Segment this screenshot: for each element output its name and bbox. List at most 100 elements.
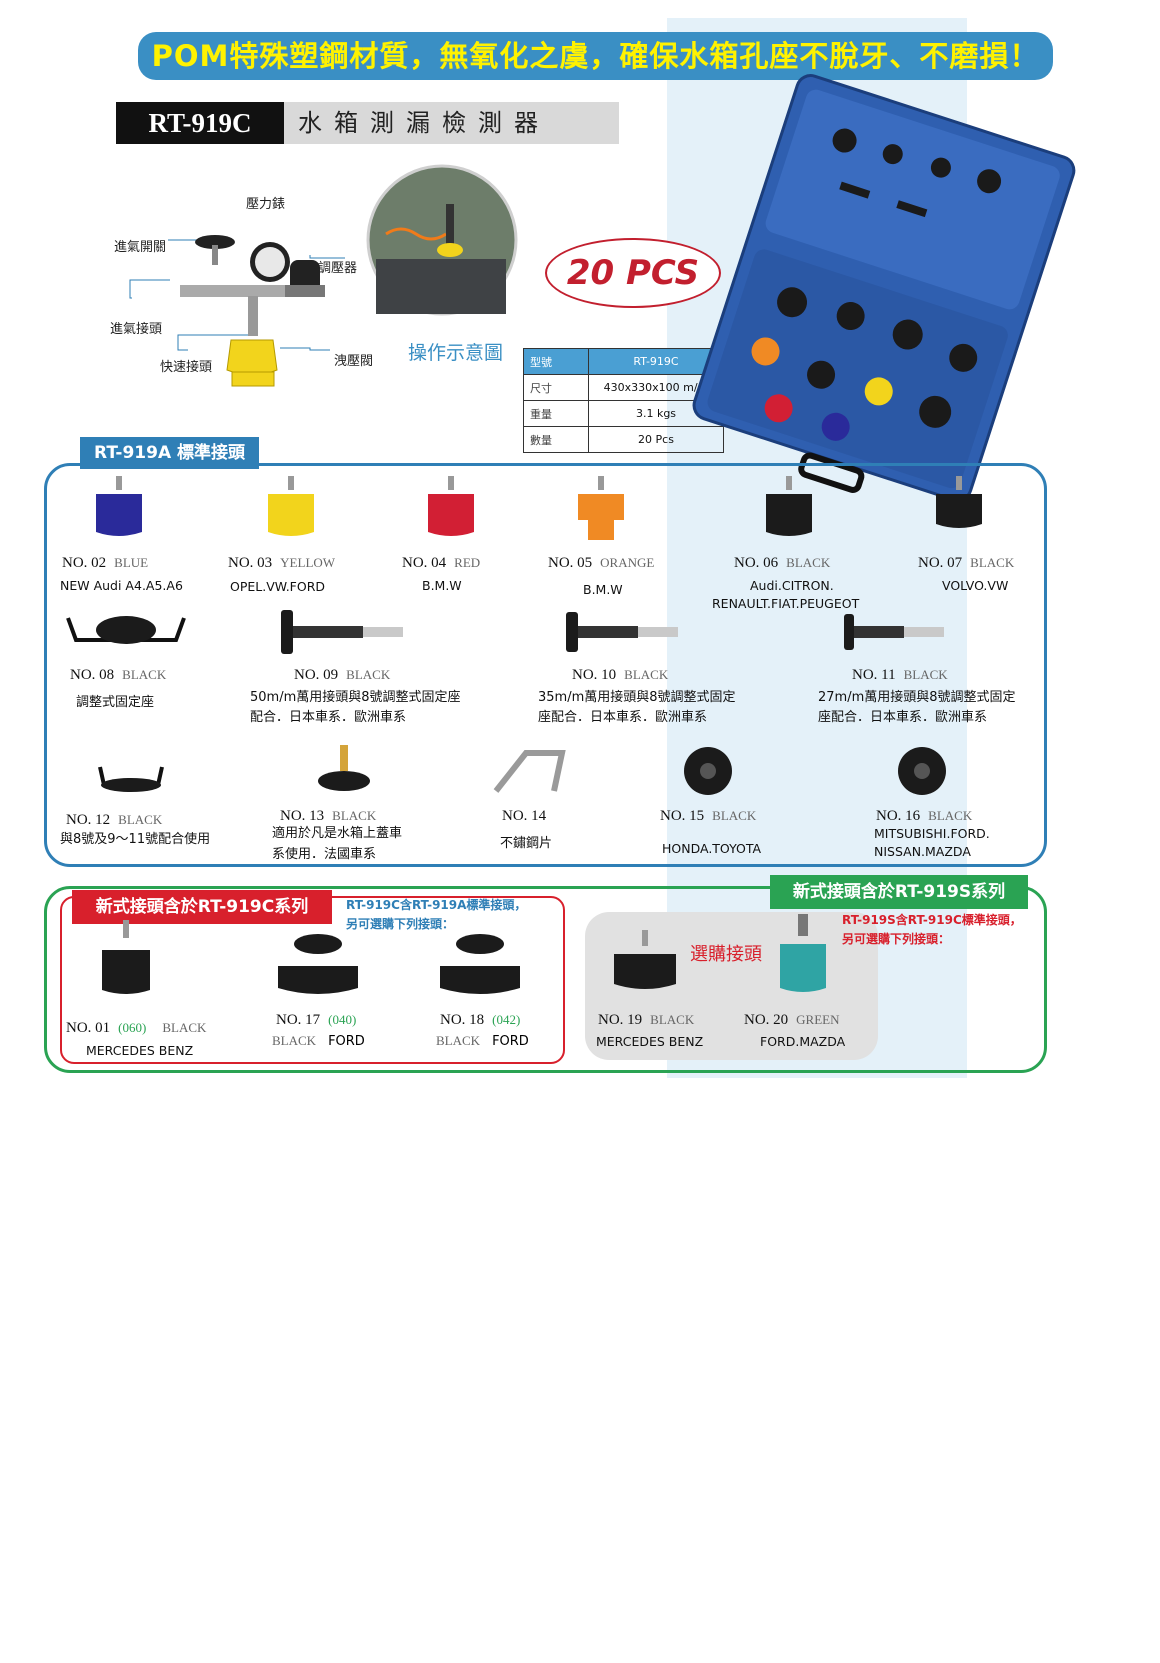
product-name: 水箱測漏檢測器 bbox=[284, 102, 619, 144]
label-relief-valve: 洩壓閥 bbox=[334, 354, 374, 369]
item-desc: 與8號及9～11號配合使用 bbox=[60, 832, 211, 847]
item-number: NO. 11 bbox=[852, 667, 896, 683]
item-no17-detail: BLACK FORD bbox=[272, 1033, 365, 1049]
item-color: BLACK bbox=[272, 1033, 317, 1048]
item-number: NO. 17 bbox=[276, 1012, 321, 1028]
standard-adapters-title: RT-919A 標準接頭 bbox=[80, 437, 260, 469]
item-color: ORANGE bbox=[600, 555, 655, 570]
item-desc: HONDA.TOYOTA bbox=[662, 841, 762, 856]
label-inlet-switch: 進氣開關 bbox=[114, 240, 167, 255]
item-number: NO. 05 bbox=[548, 555, 593, 571]
item-number: NO. 06 bbox=[734, 555, 779, 571]
cap-no19 bbox=[614, 930, 676, 989]
cap-no07 bbox=[936, 476, 982, 528]
cap-no04 bbox=[428, 476, 474, 536]
item-number: NO. 19 bbox=[598, 1012, 643, 1028]
universal-no11 bbox=[844, 614, 944, 650]
spec-value: 20 Pcs bbox=[588, 426, 724, 453]
item-number: NO. 18 bbox=[440, 1012, 485, 1028]
item-desc: MITSUBISHI.FORD. bbox=[874, 826, 990, 841]
item-desc: FORD bbox=[328, 1034, 365, 1049]
note-line: RT-919C含RT-919A標準接頭， bbox=[346, 898, 527, 912]
cap-no20 bbox=[780, 914, 826, 992]
cap-no01 bbox=[102, 920, 150, 994]
row1-caps-illustration bbox=[96, 476, 982, 540]
item-desc: VOLVO.VW bbox=[942, 578, 1009, 593]
item-desc: OPEL.VW.FORD bbox=[230, 579, 326, 594]
item-number: NO. 04 bbox=[402, 555, 447, 571]
item-no11: NO. 11 BLACK bbox=[852, 667, 948, 684]
item-color: BLACK bbox=[712, 808, 757, 823]
item-number: NO. 07 bbox=[918, 555, 963, 571]
spec-row: 尺寸 430x330x100 m/m bbox=[523, 374, 724, 401]
item-desc: NEW Audi A4.A5.A6 bbox=[60, 578, 183, 593]
headline-banner: POM特殊塑鋼材質，無氧化之虞，確保水箱孔座不脫牙、不磨損！ bbox=[138, 32, 1053, 80]
item-code: (040) bbox=[328, 1012, 357, 1027]
item-number: NO. 03 bbox=[228, 555, 273, 571]
standard-adapters-frame bbox=[44, 463, 1047, 867]
item-desc: MERCEDES BENZ bbox=[86, 1043, 194, 1058]
spec-key: 尺寸 bbox=[523, 374, 589, 401]
item-color: BLACK bbox=[786, 555, 831, 570]
spec-value: RT-919C bbox=[588, 348, 724, 375]
item-number: NO. 12 bbox=[66, 812, 111, 828]
item-color: YELLOW bbox=[280, 555, 336, 570]
item-desc: 適用於凡是水箱上蓋車 bbox=[272, 826, 403, 841]
spec-key: 數量 bbox=[523, 426, 589, 453]
item-desc: 35m/m萬用接頭與8號調整式固定 bbox=[538, 690, 736, 705]
cap-no13 bbox=[318, 745, 370, 791]
cap-no06 bbox=[766, 476, 812, 536]
cap-no18 bbox=[440, 934, 520, 994]
spec-row: 型號 RT-919C bbox=[523, 348, 724, 375]
new-919c-title: 新式接頭含於RT-919C系列 bbox=[72, 890, 332, 924]
note-line: RT-919S含RT-919C標準接頭， bbox=[842, 913, 1022, 927]
item-color: BLACK bbox=[970, 555, 1015, 570]
cap-no02 bbox=[96, 476, 142, 536]
item-color: BLACK bbox=[903, 667, 948, 682]
tester-diagram-illustration bbox=[129, 235, 345, 387]
item-no06: NO. 06 BLACK bbox=[734, 555, 830, 572]
item-color: RED bbox=[454, 555, 481, 570]
item-no04: NO. 04 RED bbox=[402, 555, 480, 572]
operation-demo-photo bbox=[366, 164, 518, 316]
spec-row: 數量 20 Pcs bbox=[523, 426, 724, 453]
item-desc: B.M.W bbox=[422, 578, 462, 593]
item-desc: FORD bbox=[492, 1034, 529, 1049]
item-color: GREEN bbox=[796, 1012, 840, 1027]
item-color: BLACK bbox=[346, 667, 391, 682]
item-number: NO. 01 bbox=[66, 1020, 111, 1036]
item-color: BLUE bbox=[114, 555, 149, 570]
item-desc: 27m/m萬用接頭與8號調整式固定 bbox=[818, 690, 1016, 705]
cap-no17 bbox=[278, 934, 358, 994]
item-desc: 座配合．日本車系．歐洲車系 bbox=[818, 710, 988, 725]
new-919s-frame bbox=[44, 886, 1047, 1073]
universal-no09 bbox=[281, 610, 403, 654]
model-number: RT-919C bbox=[116, 102, 284, 144]
new-919c-note: RT-919C含RT-919A標準接頭， 另可選購下列接頭： bbox=[346, 896, 526, 934]
note-line: 另可選購下列接頭： bbox=[346, 917, 455, 931]
label-quick-joint: 快速接頭 bbox=[160, 360, 213, 375]
item-desc: 配合．日本車系．歐洲車系 bbox=[250, 710, 407, 725]
item-desc: 調整式固定座 bbox=[76, 695, 155, 710]
item-code: (060) bbox=[118, 1020, 147, 1035]
item-number: NO. 13 bbox=[280, 808, 325, 824]
item-desc: B.M.W bbox=[583, 582, 623, 597]
cap-no16 bbox=[898, 747, 946, 795]
cap-no05 bbox=[578, 476, 624, 540]
item-desc: 不鏽鋼片 bbox=[500, 836, 553, 851]
spec-key: 重量 bbox=[523, 400, 589, 427]
item-desc: 50m/m萬用接頭與8號調整式固定座 bbox=[250, 690, 461, 705]
row2-adapters-illustration bbox=[66, 610, 944, 654]
item-number: NO. 14 bbox=[502, 808, 547, 824]
label-inlet-joint: 進氣接頭 bbox=[110, 322, 163, 337]
item-color: BLACK bbox=[118, 812, 163, 827]
item-color: BLACK bbox=[162, 1020, 207, 1035]
item-desc: Audi.CITRON. bbox=[750, 578, 834, 593]
label-regulator: 調壓器 bbox=[318, 261, 358, 276]
kit-case-photo bbox=[692, 74, 1076, 502]
